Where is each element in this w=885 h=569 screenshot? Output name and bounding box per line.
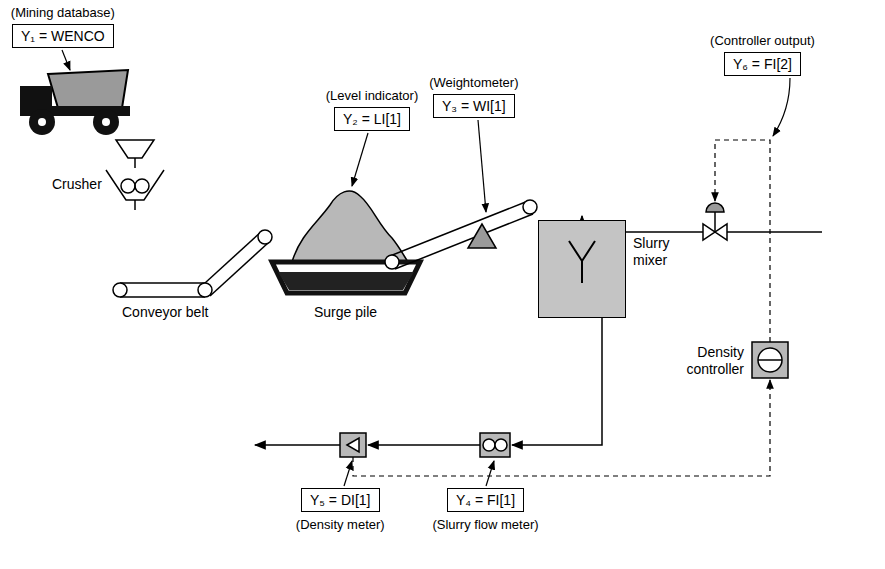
surge-pile [272,191,420,293]
feed-conveyor [385,200,537,269]
instrument-caption: (Density meter) [296,517,385,533]
slurry-mixer: Slurry mixer [538,220,626,318]
part-label: Crusher [52,176,102,193]
flow-meter-symbol [480,433,510,457]
part-label: Conveyor belt [122,304,208,321]
signal-name: Y₄ = FI[1] [456,492,515,508]
part-label: Surge pile [314,304,377,321]
instrument-caption: (Level indicator) [326,88,419,104]
density-meter-symbol [340,433,366,457]
flow-tag: Y₄ = FI[1](Slurry flow meter) [447,488,524,512]
mixer-blade [569,241,595,261]
controller-output-tag: Y₆ = FI[2](Controller output) [724,52,801,76]
haul-truck [20,70,130,135]
crusher-symbol [106,140,164,210]
density-controller: Density controller [752,342,788,378]
signal-name: Y₃ = WI[1] [442,98,506,114]
leader-arrow [62,50,790,486]
conveyor-belt [113,230,272,297]
mixer-shaft [581,261,583,283]
level-tag: Y₂ = LI[1](Level indicator) [334,107,410,131]
slurry-line [255,318,602,445]
database-tag: Y₁ = WENCO(Mining database) [12,24,114,48]
unit-name: Density controller [666,344,744,378]
signal-name: Y₆ = FI[2] [733,56,792,72]
instrument-caption: (Slurry flow meter) [432,517,538,533]
instrument-caption: (Mining database) [11,5,115,21]
signal-name: Y₂ = LI[1] [343,111,401,127]
signal-name: Y₅ = DI[1] [310,492,371,508]
control-valve [703,203,727,240]
instrument-caption: (Controller output) [710,33,815,49]
density-tag: Y₅ = DI[1](Density meter) [301,488,380,512]
controller-symbol [752,342,788,378]
instrument-caption: (Weightometer) [429,75,518,91]
weight-tag: Y₃ = WI[1](Weightometer) [433,94,515,118]
signal-line [353,140,770,476]
signal-name: Y₁ = WENCO [21,28,105,44]
unit-name: Slurry mixer [633,235,693,269]
mixer-symbol [539,221,624,316]
